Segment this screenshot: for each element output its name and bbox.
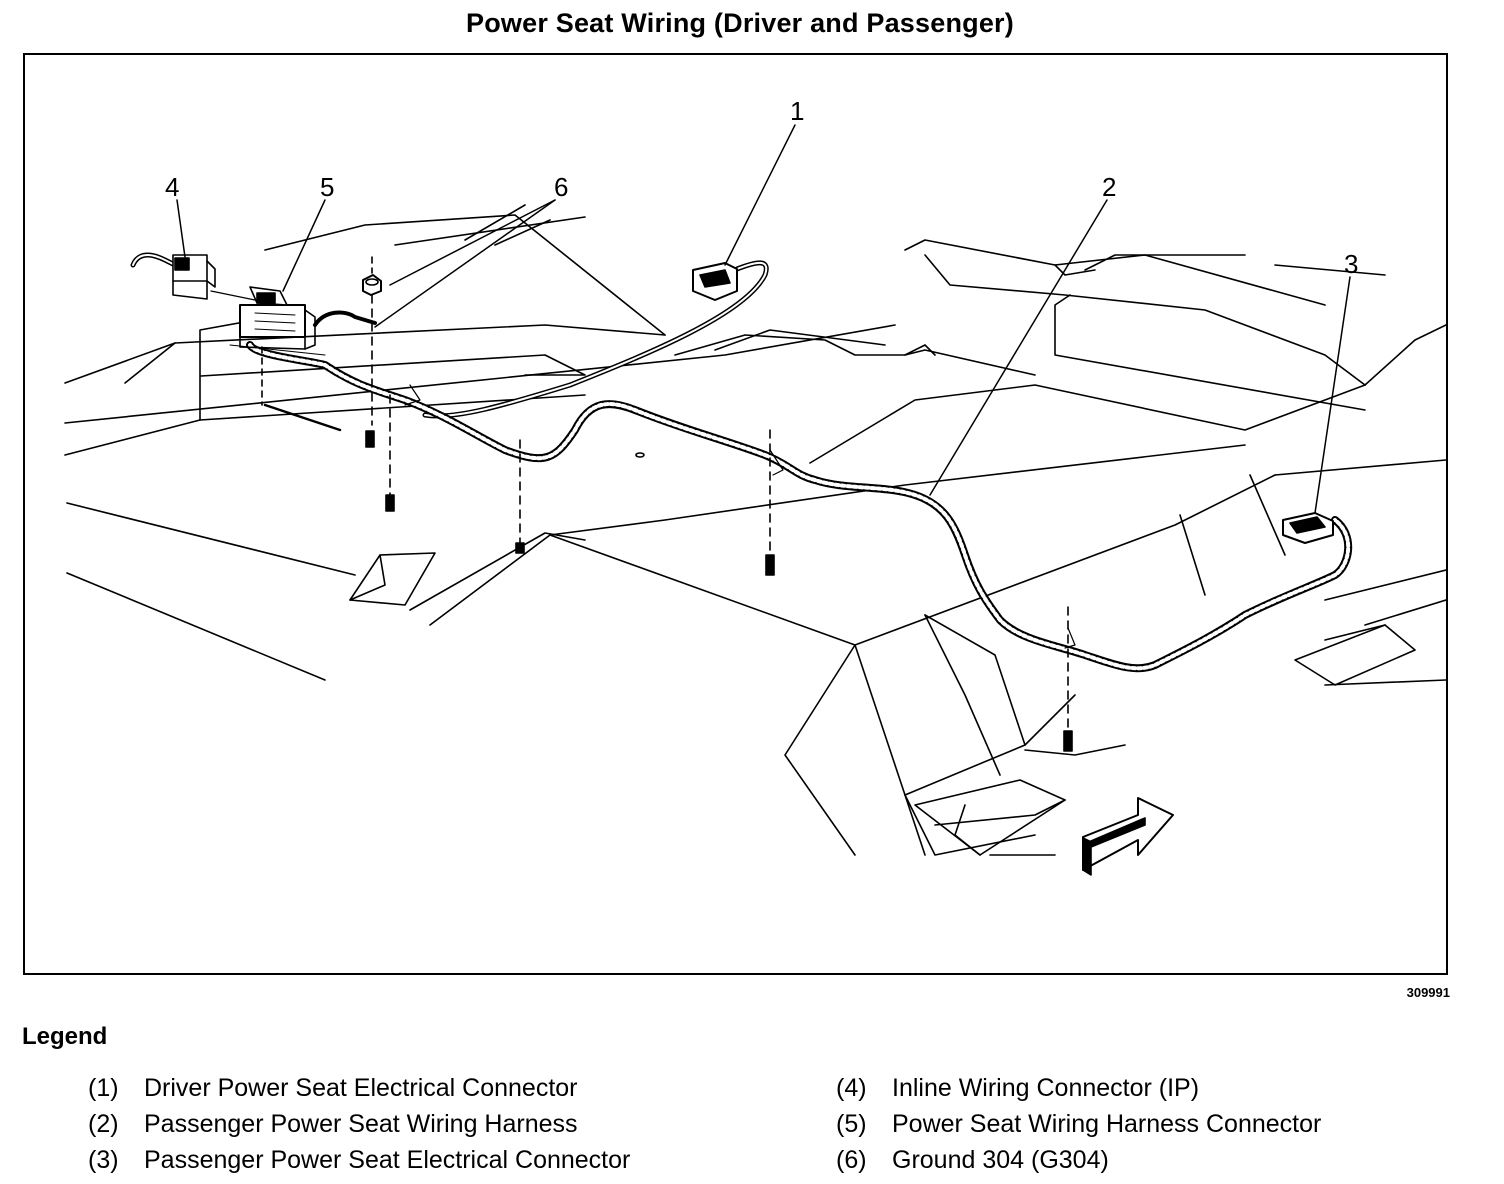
inline-connector: [130, 252, 256, 301]
diagram-frame: 1 2 3 4 5 6: [23, 53, 1448, 975]
legend-column-right: (4) Inline Wiring Connector (IP) (5) Power…: [836, 1073, 1321, 1181]
legend-text: Driver Power Seat Electrical Connector: [144, 1074, 578, 1102]
legend-item: (2) Passenger Power Seat Wiring Harness: [88, 1109, 630, 1145]
passenger-seat-connector: [1282, 512, 1334, 544]
legend-item: (5) Power Seat Wiring Harness Connector: [836, 1109, 1321, 1145]
legend-text: Inline Wiring Connector (IP): [892, 1074, 1200, 1102]
fasteners: [229, 344, 1076, 752]
legend-heading: Legend: [22, 1023, 108, 1050]
callout-3: 3: [1344, 249, 1358, 279]
wiring-illustration: 1 2 3 4 5 6: [64, 96, 1446, 876]
callout-2: 2: [1102, 172, 1116, 202]
passenger-harness: [246, 341, 1353, 673]
driver-seat-cable: [422, 260, 769, 419]
harness-connector: [239, 286, 377, 350]
legend-text: Power Seat Wiring Harness Connector: [892, 1110, 1322, 1138]
callout-labels: 1 2 3 4 5 6: [165, 96, 1358, 279]
legend-number: (3): [88, 1146, 119, 1174]
legend-column-left: (1) Driver Power Seat Electrical Connecto…: [88, 1073, 630, 1181]
legend-number: (1): [88, 1074, 119, 1102]
forward-arrow-icon: [1082, 797, 1174, 876]
callout-4: 4: [165, 172, 179, 202]
diagram-title: Power Seat Wiring (Driver and Passenger): [466, 8, 1014, 38]
legend-text: Passenger Power Seat Electrical Connecto…: [144, 1146, 631, 1174]
figure-id: 309991: [1406, 985, 1450, 1000]
legend-item: (4) Inline Wiring Connector (IP): [836, 1073, 1321, 1109]
callout-5: 5: [320, 172, 334, 202]
floor-panel-outline: [64, 204, 1446, 856]
ground-stud: [362, 256, 382, 426]
callout-1: 1: [790, 96, 804, 126]
legend-text: Ground 304 (G304): [892, 1146, 1109, 1174]
legend-number: (6): [836, 1146, 867, 1174]
callout-6: 6: [554, 172, 568, 202]
legend-number: (5): [836, 1110, 867, 1138]
legend-item: (3) Passenger Power Seat Electrical Conne…: [88, 1145, 630, 1181]
legend-item: (1) Driver Power Seat Electrical Connecto…: [88, 1073, 630, 1109]
driver-seat-connector: [692, 262, 738, 301]
legend-item: (6) Ground 304 (G304): [836, 1145, 1321, 1181]
legend-number: (2): [88, 1110, 119, 1138]
callout-leaders: [176, 124, 1351, 514]
legend-number: (4): [836, 1074, 867, 1102]
legend-text: Passenger Power Seat Wiring Harness: [144, 1110, 578, 1138]
